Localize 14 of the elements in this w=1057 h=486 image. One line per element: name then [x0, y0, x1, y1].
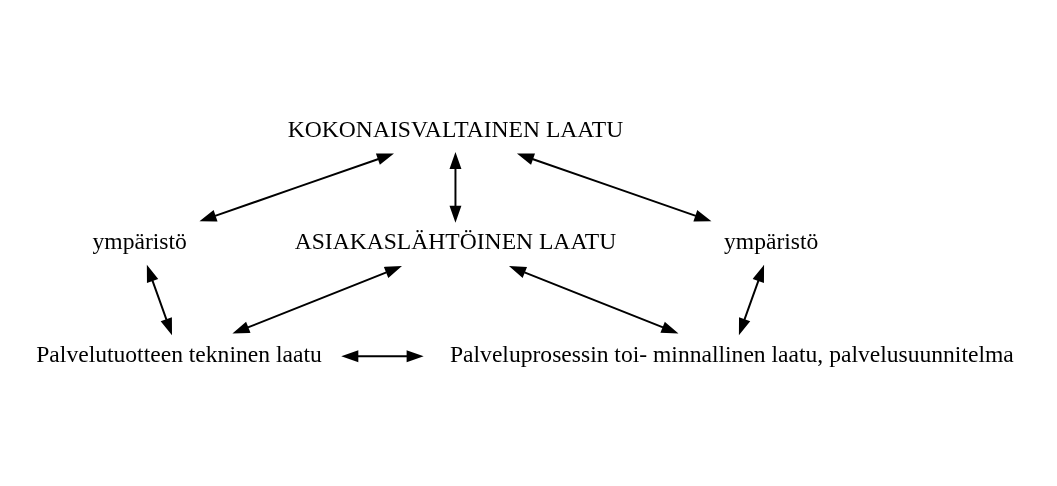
arrow	[199, 153, 394, 221]
arrow	[516, 153, 712, 221]
arrow	[738, 264, 765, 335]
arrow	[341, 349, 424, 362]
node-text: Palvelutuotteen tekninen laatu	[36, 340, 322, 367]
arrow	[146, 264, 172, 335]
node-text: ympäristö	[92, 227, 187, 254]
arrow	[508, 265, 679, 334]
node-text: KOKONAISVALTAINEN LAATU	[287, 115, 624, 142]
node-text: Palveluprosessin toi- minnallinen laatu, palvelusuunnitelma	[450, 340, 1014, 367]
arrow	[232, 265, 402, 334]
arrow	[449, 151, 462, 223]
node-text: ympäristö	[724, 227, 819, 254]
node-text: ASIAKASLÄHTÖINEN LAATU	[294, 227, 617, 254]
